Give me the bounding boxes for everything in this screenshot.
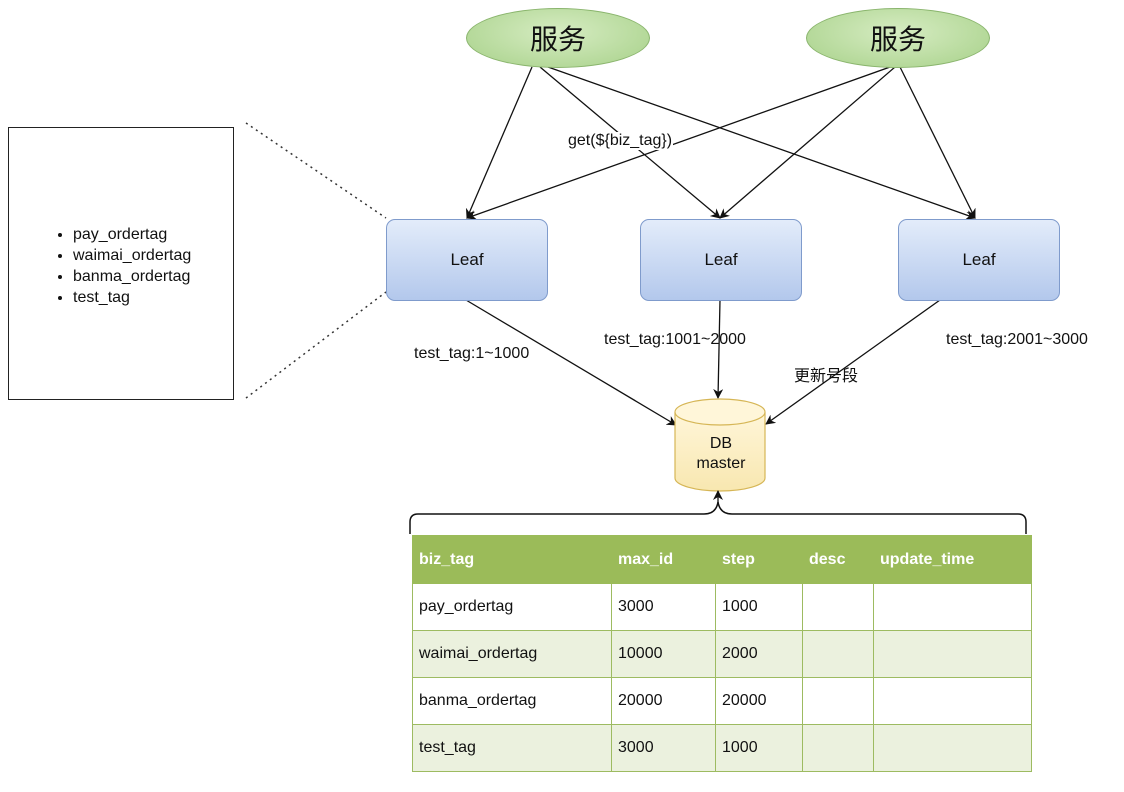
service-node-2: 服务 <box>806 8 990 68</box>
column-header: desc <box>802 535 874 584</box>
table-brace <box>409 501 1027 534</box>
leaf-label: Leaf <box>962 250 996 269</box>
column-header: biz_tag <box>412 535 612 584</box>
table-cell: test_tag <box>412 724 612 772</box>
table-header-row: biz_tag max_id step desc update_time <box>412 535 1032 584</box>
tag-item: test_tag <box>73 287 191 308</box>
table-cell: 10000 <box>611 630 716 678</box>
db-cylinder <box>674 398 766 492</box>
table-cell: 1000 <box>715 583 803 631</box>
arrow-svc2-leaf1 <box>466 66 891 220</box>
tag-item: pay_ordertag <box>73 224 191 245</box>
leaf-node-2: Leaf <box>640 219 802 301</box>
table-cell: 20000 <box>715 677 803 725</box>
segment-label-1: test_tag:1~1000 <box>414 345 530 362</box>
service-label: 服务 <box>529 23 586 56</box>
service-label: 服务 <box>869 23 926 56</box>
column-header: max_id <box>611 535 716 584</box>
arrow-svc1-leaf3 <box>547 66 976 220</box>
column-header: step <box>715 535 803 584</box>
arrow-leaf2-db <box>713 299 724 399</box>
table-cell: waimai_ordertag <box>412 630 612 678</box>
tag-item: waimai_ordertag <box>73 245 191 266</box>
tag-list: pay_ordertag waimai_ordertag banma_order… <box>9 224 191 308</box>
table-row: waimai_ordertag 10000 2000 <box>412 630 1032 678</box>
leaf-label: Leaf <box>704 250 738 269</box>
table-cell: 20000 <box>611 677 716 725</box>
table-cell <box>802 724 874 772</box>
table-cell <box>802 677 874 725</box>
table-cell <box>802 583 874 631</box>
zoom-line-bottom <box>245 291 387 399</box>
arrow-svc1-leaf1 <box>465 66 533 219</box>
leaf-label: Leaf <box>450 250 484 269</box>
table-row: banma_ordertag 20000 20000 <box>412 677 1032 725</box>
table-cell <box>873 630 1032 678</box>
tag-item: banma_ordertag <box>73 266 191 287</box>
leaf-alloc-table: biz_tag max_id step desc update_time pay… <box>412 535 1032 772</box>
arrow-svc2-leaf2 <box>719 66 896 219</box>
tag-list-box: pay_ordertag waimai_ordertag banma_order… <box>8 127 234 400</box>
arrow-leaf1-db <box>465 299 677 426</box>
table-cell: banma_ordertag <box>412 677 612 725</box>
table-cell: 2000 <box>715 630 803 678</box>
table-row: pay_ordertag 3000 1000 <box>412 583 1032 631</box>
table-cell: pay_ordertag <box>412 583 612 631</box>
db-label-line1: DB <box>709 435 733 452</box>
arrow-svc2-leaf3 <box>899 66 976 219</box>
segment-label-2: test_tag:1001~2000 <box>604 331 746 348</box>
arrow-leaf3-db <box>765 299 941 425</box>
table-cell <box>873 583 1032 631</box>
table-cell <box>802 630 874 678</box>
db-label: DB master <box>676 434 766 474</box>
table-row: test_tag 3000 1000 <box>412 724 1032 772</box>
leaf-node-1: Leaf <box>386 219 548 301</box>
table-cell <box>873 677 1032 725</box>
column-header: update_time <box>873 535 1032 584</box>
table-cell: 3000 <box>611 724 716 772</box>
db-label-line2: master <box>696 455 746 472</box>
leaf-node-3: Leaf <box>898 219 1060 301</box>
zoom-line-top <box>245 122 387 219</box>
table-cell <box>873 724 1032 772</box>
table-cell: 3000 <box>611 583 716 631</box>
segment-label-3: test_tag:2001~3000 <box>946 331 1088 348</box>
call-label: get(${biz_tag}) <box>567 132 674 150</box>
service-node-1: 服务 <box>466 8 650 68</box>
table-cell: 1000 <box>715 724 803 772</box>
update-segment-label: 更新号段 <box>794 366 859 385</box>
